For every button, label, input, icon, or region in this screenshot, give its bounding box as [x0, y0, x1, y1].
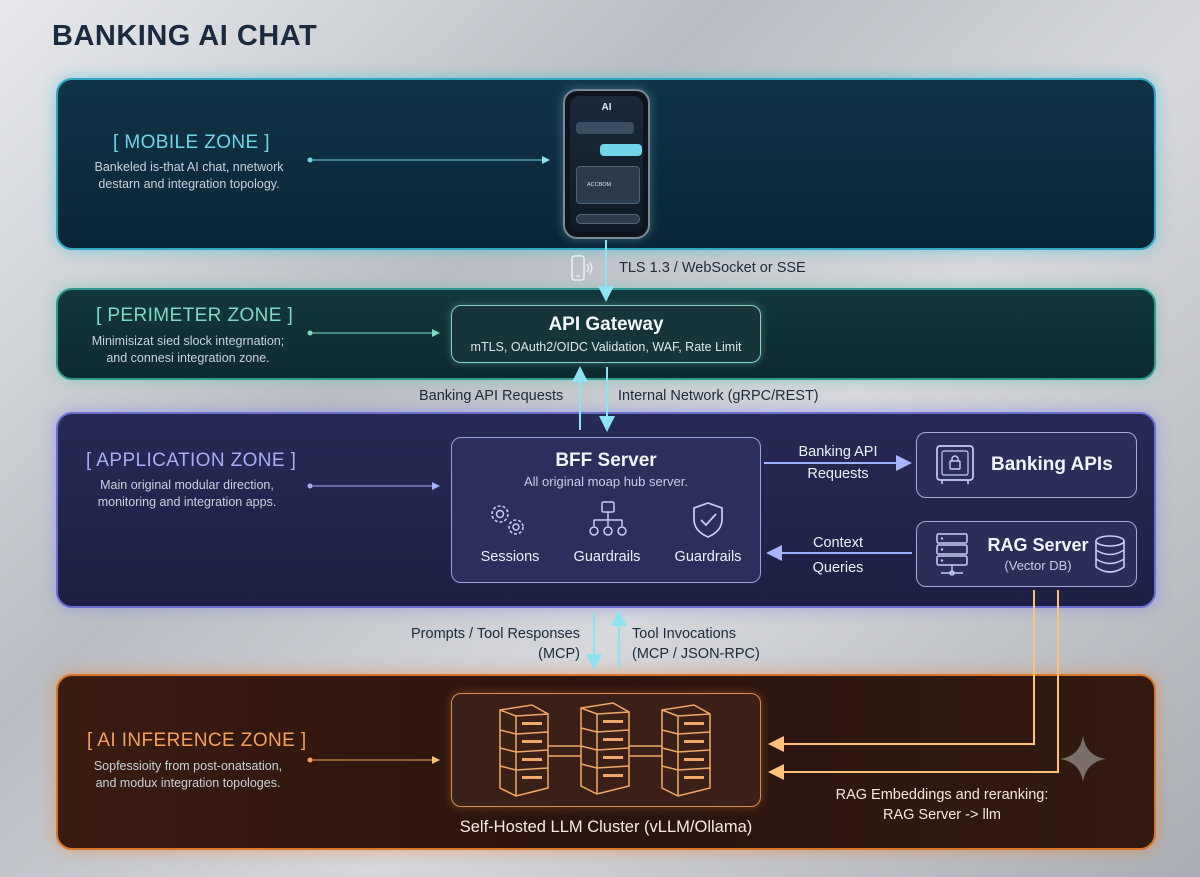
bff-subtitle: All original moap hub server.: [523, 474, 689, 489]
perimeter-zone-desc-line-2: and connesi integration zone.: [106, 351, 270, 365]
database-icon: [1095, 535, 1125, 573]
context-queries-label-line-2: Queries: [812, 560, 864, 576]
llm-server-icon: [499, 702, 711, 797]
perimeter-zone-desc-line-1: Minimisizat sied slock integrnation;: [91, 334, 285, 348]
internal-network-label: Internal Network (gRPC/REST): [618, 388, 819, 404]
bff-banking-label-line-2: Requests: [807, 466, 869, 482]
llm-cluster-title: Self-Hosted LLM Cluster (vLLM/Ollama): [459, 818, 753, 836]
phone-card-label: ACCBOM: [587, 182, 612, 188]
bff-module-guardrails-2: Guardrails: [674, 549, 742, 565]
bff-server-box[interactable]: BFF Server All original moap hub server.…: [451, 437, 761, 583]
tool-invocations-label-line-1: Tool Invocations: [632, 626, 736, 642]
rag-embeddings-label-line-1: RAG Embeddings and reranking:: [835, 787, 1049, 803]
rag-llm-arrow-2: [768, 590, 1059, 780]
perimeter-zone-label: [ PERIMETER ZONE ]: [96, 305, 294, 326]
banking-api-requests-label: Banking API Requests: [419, 388, 564, 404]
application-zone-label: [ APPLICATION ZONE ]: [86, 450, 297, 471]
sparkle-icon: [1060, 736, 1106, 782]
bff-module-guardrails-1: Guardrails: [573, 549, 641, 565]
server-rack-icon: [936, 533, 968, 576]
tool-invocations-label-line-2: (MCP / JSON-RPC): [632, 646, 760, 662]
chat-card: [576, 166, 640, 204]
tool-invocations-label: Tool Invocations (MCP / JSON-RPC): [632, 624, 760, 664]
application-zone-desc: Main original modular direction, monitor…: [82, 477, 292, 511]
ai-zone-label: [ AI INFERENCE ZONE ]: [87, 730, 307, 751]
bff-title: BFF Server: [555, 450, 657, 471]
rag-llm-arrow-1: [768, 590, 1035, 752]
chat-bubble-user: [600, 144, 642, 156]
prompts-label: Prompts / Tool Responses (MCP): [360, 624, 580, 664]
diagram-title: BANKING AI CHAT: [52, 20, 318, 52]
phone-title: AI: [601, 102, 612, 113]
shield-check-icon: [693, 502, 723, 538]
hierarchy-icon: [589, 501, 627, 536]
ai-zone-desc: Sopfessioity from post-onatsation, and m…: [78, 758, 298, 792]
chat-input[interactable]: [576, 214, 640, 224]
rag-server-box[interactable]: RAG Server (Vector DB): [916, 521, 1137, 587]
tls-label: TLS 1.3 / WebSocket or SSE: [619, 260, 806, 276]
ai-zone-desc-line-2: and modux integration topologes.: [95, 776, 281, 790]
api-gateway-subtitle: mTLS, OAuth2/OIDC Validation, WAF, Rate …: [470, 340, 742, 354]
api-gateway-box[interactable]: API Gateway mTLS, OAuth2/OIDC Validation…: [451, 305, 761, 363]
phone-screen: AI ACCBOM: [570, 96, 643, 232]
ai-zone-desc-line-1: Sopfessioity from post-onatsation,: [93, 759, 283, 773]
vault-icon: [936, 445, 974, 484]
phone-wave-icon: [571, 255, 593, 281]
bff-module-sessions: Sessions: [480, 549, 540, 565]
mobile-phone[interactable]: AI ACCBOM: [563, 89, 650, 239]
context-queries-label: Context Queries: [784, 531, 892, 581]
llm-cluster-box[interactable]: [451, 693, 761, 807]
application-zone-desc-line-1: Main original modular direction,: [100, 478, 274, 492]
mobile-zone-label: [ MOBILE ZONE ]: [113, 132, 270, 153]
bff-banking-label: Banking API Requests: [778, 441, 898, 485]
perimeter-zone-desc: Minimisizat sied slock integrnation; and…: [78, 333, 298, 367]
rag-embeddings-label-line-2: RAG Server -> llm: [882, 807, 1002, 823]
chat-bubble-ai: [576, 122, 634, 134]
banking-apis-title: Banking APIs: [991, 454, 1113, 475]
api-gateway-title: API Gateway: [548, 314, 664, 335]
banking-apis-box[interactable]: Banking APIs: [916, 432, 1137, 498]
rag-embeddings-label: RAG Embeddings and reranking: RAG Server…: [812, 785, 1072, 825]
rag-subtitle: (Vector DB): [1004, 558, 1072, 573]
mobile-zone-desc-line-2: destarn and integration topology.: [98, 177, 280, 191]
mobile-zone-desc: Bankeled is-that AI chat, nnetwork desta…: [84, 159, 294, 193]
application-zone-desc-line-2: monitoring and integration apps.: [97, 495, 277, 509]
gears-icon: [491, 505, 524, 535]
bff-banking-label-line-1: Banking API: [798, 444, 878, 460]
mobile-zone-desc-line-1: Bankeled is-that AI chat, nnetwork: [94, 160, 284, 174]
prompts-label-line-1: Prompts / Tool Responses: [411, 626, 580, 642]
rag-title: RAG Server: [987, 535, 1089, 555]
prompts-label-line-2: (MCP): [538, 646, 580, 662]
context-queries-label-line-1: Context: [813, 535, 863, 551]
